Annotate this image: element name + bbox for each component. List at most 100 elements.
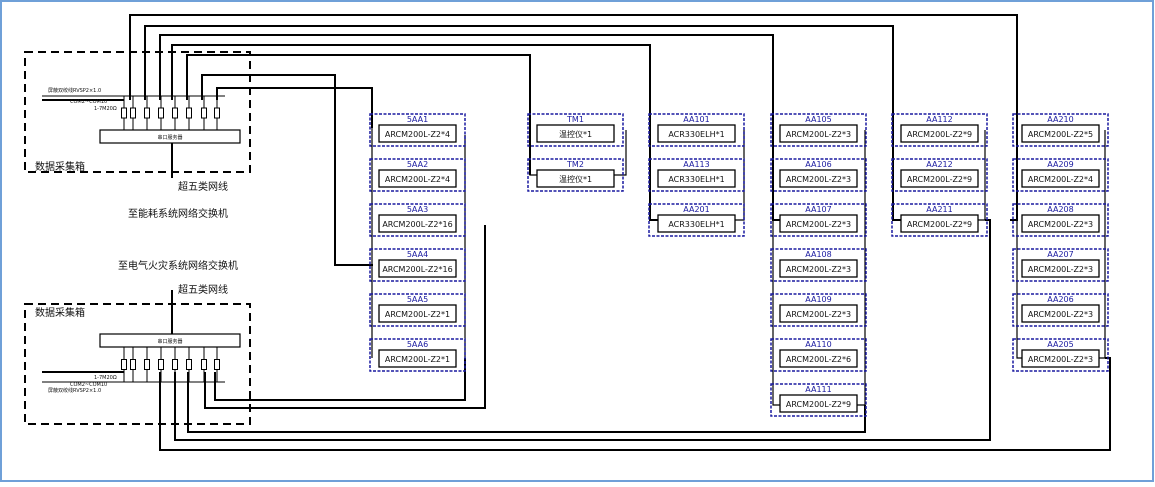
- meter-outline: [1012, 248, 1109, 282]
- meter-outline: [527, 158, 624, 192]
- meter-body: [657, 124, 736, 143]
- meter-outline: [648, 113, 745, 147]
- meter-model: ARCM200L-Z2*3: [1028, 220, 1093, 229]
- meter-id: AA206: [1047, 295, 1073, 304]
- meter-id: AA101: [683, 115, 709, 124]
- acquisition-box-label: 数据采集箱: [35, 306, 85, 319]
- terminal-resistor: [158, 359, 164, 370]
- meter-id: TM2: [566, 160, 584, 169]
- meter-model: 温控仪*1: [559, 129, 592, 139]
- meter-outline: [891, 113, 988, 147]
- top-network-cable-label: 超五类网线: [178, 180, 228, 193]
- meter-body: [536, 169, 615, 188]
- meter-id: AA208: [1047, 205, 1073, 214]
- terminal-resistor: [130, 359, 136, 370]
- meter-body: [378, 124, 457, 143]
- meter-body: [900, 169, 979, 188]
- meter-outline: [770, 248, 867, 282]
- meter-id: 5AA4: [407, 250, 428, 259]
- meter-id: AA207: [1047, 250, 1073, 259]
- meter-outline: [1012, 338, 1109, 372]
- meter-body: [378, 259, 457, 278]
- meter-outline: [770, 113, 867, 147]
- meter-outline: [369, 158, 466, 192]
- meter-model: ARCM200L-Z2*9: [907, 130, 972, 139]
- meter-id: AA210: [1047, 115, 1073, 124]
- meter-model: ARCM200L-Z2*1: [385, 355, 450, 364]
- terminal-resistor: [186, 359, 192, 370]
- serial-server-label: 串口服务器: [157, 134, 182, 141]
- terminal-resistor: [186, 107, 192, 119]
- meter-id: AA107: [805, 205, 831, 214]
- meter-body: [779, 169, 858, 188]
- termination-label: 1-7M20Ω: [94, 375, 117, 381]
- bottom-network-cable-label: 超五类网线: [178, 283, 228, 296]
- meter-model: ARCM200L-Z2*1: [385, 310, 450, 319]
- acquisition-box-outline: [24, 303, 251, 425]
- meter-body: [779, 259, 858, 278]
- serial-server-box: [99, 129, 241, 144]
- meter-outline: [369, 293, 466, 327]
- meter-model: ARCM200L-Z2*3: [1028, 310, 1093, 319]
- meter-model: 温控仪*1: [559, 174, 592, 184]
- meter-id: 5AA6: [407, 340, 428, 349]
- meter-model: ARCM200L-Z2*6: [786, 355, 851, 364]
- meter-model: ARCM200L-Z2*3: [1028, 355, 1093, 364]
- meter-model: ACR330ELH*1: [668, 220, 724, 229]
- meter-body: [779, 349, 858, 368]
- serial-server-box: [99, 333, 241, 348]
- meter-body: [1021, 304, 1100, 323]
- meter-outline: [1012, 293, 1109, 327]
- terminal-resistor: [214, 107, 220, 119]
- meter-id: 5AA5: [407, 295, 428, 304]
- meter-outline: [770, 383, 867, 417]
- wire-loop-1: [129, 14, 1018, 221]
- terminal-resistor: [201, 359, 207, 370]
- meter-id: AA211: [926, 205, 952, 214]
- bottom-network-target-label: 至电气火灾系统网络交换机: [118, 259, 238, 272]
- cable-spec-label: 屏蔽双绞线RVSP2×1.0: [48, 387, 101, 394]
- meter-model: ARCM200L-Z2*3: [786, 220, 851, 229]
- termination-label: 1-7M20Ω: [94, 106, 117, 112]
- wire-loop-6: [201, 74, 373, 266]
- acquisition-box-label: 数据采集箱: [35, 160, 85, 173]
- meter-id: 5AA3: [407, 205, 428, 214]
- meter-body: [900, 214, 979, 233]
- meter-body: [779, 394, 858, 413]
- wire-loop-7: [216, 87, 373, 128]
- meter-id: AA106: [805, 160, 831, 169]
- meter-model: ACR330ELH*1: [668, 130, 724, 139]
- meter-outline: [369, 113, 466, 147]
- meter-id: 5AA2: [407, 160, 428, 169]
- meter-id: AA111: [805, 385, 831, 394]
- meter-id: AA112: [926, 115, 952, 124]
- meter-id: AA108: [805, 250, 831, 259]
- meter-body: [378, 304, 457, 323]
- meter-model: ARCM200L-Z2*3: [786, 130, 851, 139]
- meter-outline: [770, 203, 867, 237]
- meter-id: AA209: [1047, 160, 1073, 169]
- meter-model: ARCM200L-Z2*4: [385, 175, 450, 184]
- meter-outline: [1012, 113, 1109, 147]
- terminal-resistor: [121, 107, 127, 119]
- meter-model: ARCM200L-Z2*3: [786, 265, 851, 274]
- terminal-resistor: [144, 359, 150, 370]
- meter-body: [900, 124, 979, 143]
